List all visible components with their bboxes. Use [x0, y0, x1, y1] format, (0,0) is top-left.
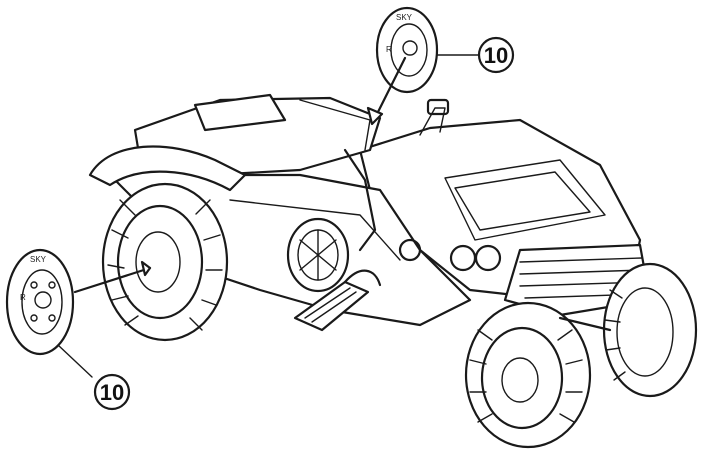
pedal — [293, 269, 382, 332]
middle-wheel — [286, 217, 350, 293]
hubcap-top-text: SKY — [396, 13, 413, 22]
front-wheel-right — [464, 301, 592, 449]
rear-wheel — [73, 182, 229, 342]
hubcap-top-side-text: R — [386, 45, 392, 54]
callout-10-top: 10 — [477, 36, 515, 74]
hubcap-left-top-text: SKY — [30, 255, 47, 264]
hubcap-left: SKY R — [5, 248, 75, 356]
front-axle — [558, 316, 612, 332]
front-wheel-far — [602, 262, 698, 398]
hubcap-top: SKY R — [366, 6, 439, 126]
callout-10-bottom: 10 — [93, 373, 131, 411]
callout-label: 10 — [100, 380, 124, 405]
callout-label: 10 — [484, 43, 508, 68]
rear-fender — [88, 145, 247, 192]
leader-line-bottom — [57, 344, 93, 378]
hubcap-left-side-text: R — [20, 293, 26, 302]
